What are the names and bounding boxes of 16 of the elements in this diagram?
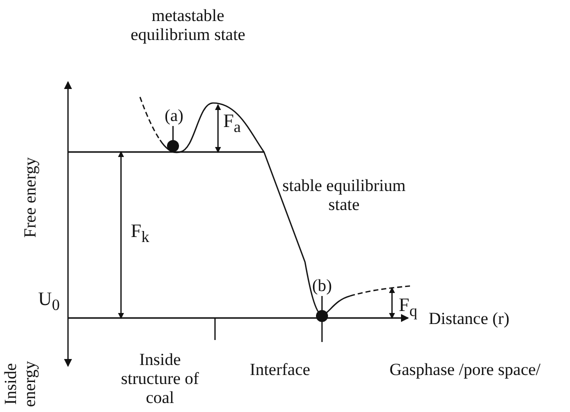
- axis-title: Distance (r): [428, 309, 510, 328]
- energy-symbol: F$_{q}$: [398, 296, 418, 321]
- axis-title: Free energy: [20, 156, 40, 240]
- energy-symbol: F$_{k}$: [130, 222, 150, 247]
- state-caption: stable equilibrium state: [281, 176, 407, 214]
- region-label: Gasphase /pore space/: [388, 360, 542, 379]
- axis-title: Inside energy: [1, 360, 39, 409]
- state-caption: metastable equilibrium state: [130, 6, 246, 44]
- leader-line: [172, 126, 174, 140]
- leader-line: [321, 296, 323, 310]
- energy-symbol: F$_{a}$: [222, 112, 242, 137]
- state-label: (a): [160, 106, 188, 126]
- state-label: (b): [308, 276, 336, 296]
- region-label: Inside structure of coal: [120, 350, 200, 407]
- region-label: Interface: [248, 360, 312, 379]
- energy-symbol: U$_{0}$: [37, 290, 61, 315]
